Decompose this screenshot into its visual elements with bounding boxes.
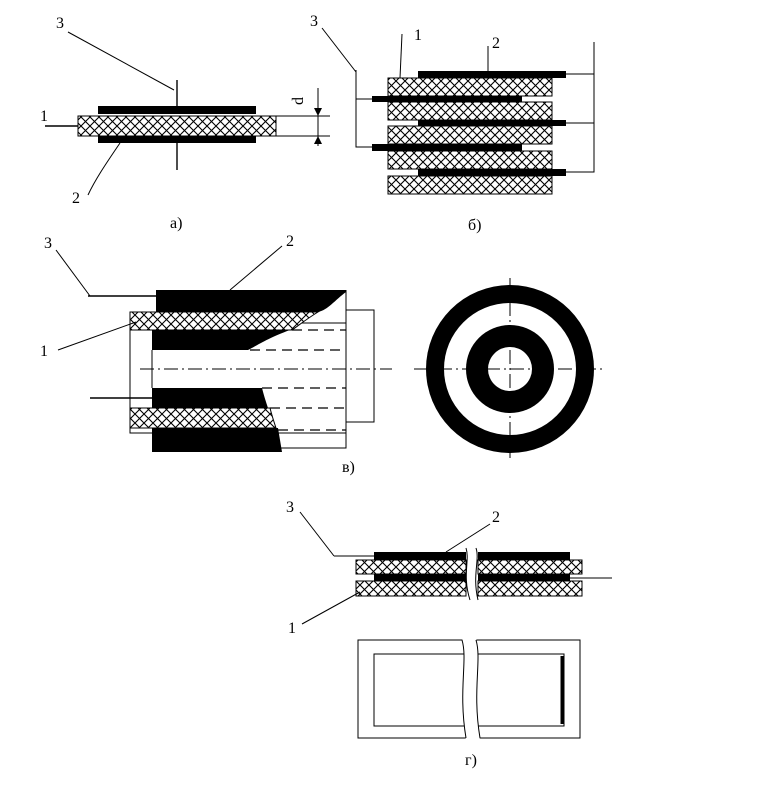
panel-v-label-lead: 3: [44, 235, 52, 252]
panel-a-bottom-plate: [98, 136, 256, 143]
panel-g: 3 2 1 г): [286, 499, 612, 769]
panel-a-label-thickness: d: [290, 97, 307, 105]
panel-v-caption: в): [342, 459, 355, 476]
panel-a-label-dielectric: 1: [40, 108, 48, 125]
panel-a-label-plate: 2: [72, 190, 80, 207]
panel-b: 3 1 2 б): [310, 13, 595, 234]
panel-a: 1 2 3 d а): [40, 15, 330, 232]
panel-b-label-plate: 2: [492, 35, 500, 52]
panel-a-top-plate: [98, 106, 256, 114]
panel-v: 3 2 1 в): [40, 233, 606, 476]
panel-b-label-lead: 3: [310, 13, 318, 30]
panel-v-end-view: [414, 278, 606, 458]
panel-g-caption: г): [465, 752, 477, 769]
panel-g-label-plate: 2: [492, 509, 500, 526]
panel-v-label-plate: 2: [286, 233, 294, 250]
panel-v-label-dielectric: 1: [40, 343, 48, 360]
panel-g-label-dielectric: 1: [288, 620, 296, 637]
panel-g-label-lead: 3: [286, 499, 294, 516]
panel-a-caption: а): [170, 215, 182, 232]
panel-b-caption: б): [468, 217, 481, 234]
panel-a-dielectric: [77, 115, 277, 137]
panel-b-label-dielectric: 1: [414, 27, 422, 44]
panel-a-label-lead: 3: [56, 15, 64, 32]
